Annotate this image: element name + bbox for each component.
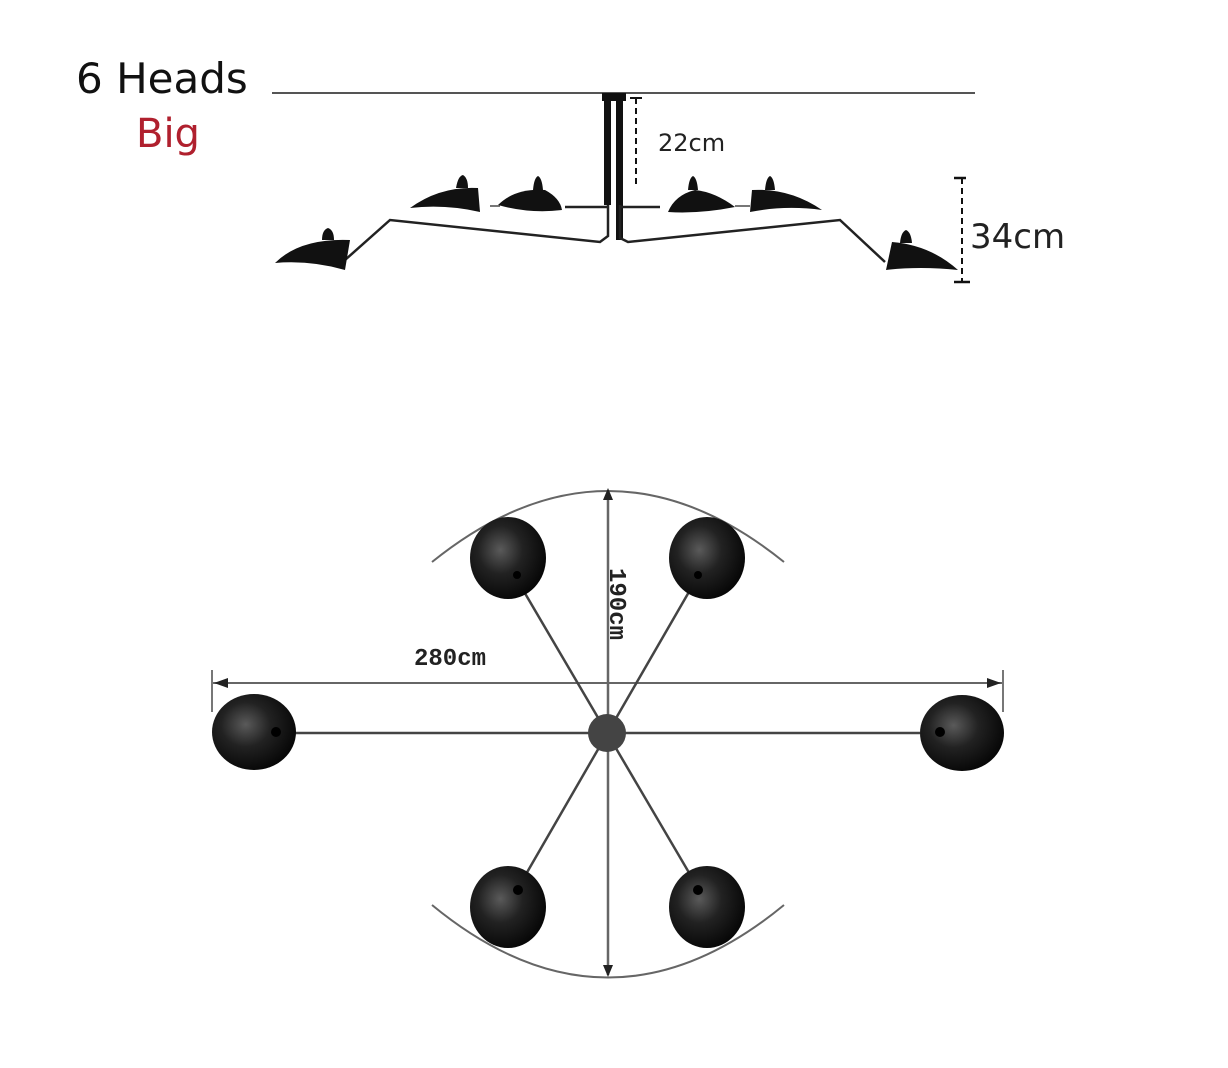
side-lamp-head [275,228,350,270]
width-label: 280cm [414,646,487,673]
product-title: 6 Heads [76,54,248,103]
stem-left [604,100,611,205]
side-lamp-head [886,230,958,270]
bottom-arc [431,904,785,979]
side-lamp-head [410,175,480,212]
top-lamp-head [669,517,745,599]
height-label: 34cm [970,217,1066,257]
size-variant-label: Big [136,111,200,157]
canopy [602,93,626,101]
side-lamp-head [668,176,735,213]
top-lamp-head [470,517,546,599]
side-lamp-head [498,176,562,212]
stem-right [616,100,623,240]
top-lamp-head [470,866,546,948]
depth-label: 190cm [602,567,629,640]
top-lamp-head [920,695,1004,771]
side-lamp-head [750,176,822,212]
center-hub [588,714,626,752]
top-lamp-head [212,694,296,770]
top-lamp-head [669,866,745,948]
stem-drop-label: 22cm [658,129,726,157]
